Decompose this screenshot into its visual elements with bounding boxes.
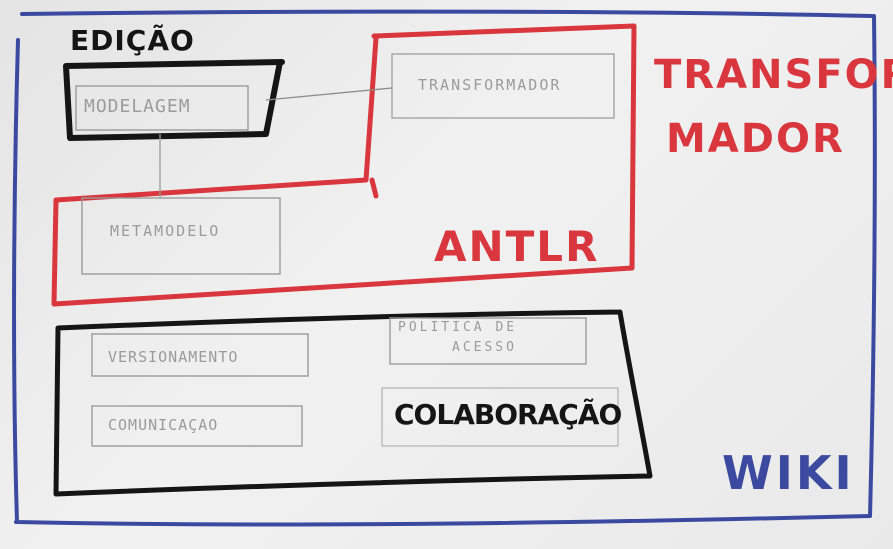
comunicacao-label: COMUNICAÇAO bbox=[108, 416, 219, 434]
comunicacao-box bbox=[91, 405, 303, 447]
transformador-box-label: TRANSFORMADOR bbox=[418, 76, 562, 94]
red-stroke-tail bbox=[369, 177, 379, 199]
transformador-box bbox=[391, 53, 615, 119]
colaboracao-box bbox=[381, 387, 619, 447]
versionamento-label: VERSIONAMENTO bbox=[108, 348, 239, 366]
modelagem-label: MODELAGEM bbox=[84, 96, 191, 117]
colaboracao-frame bbox=[53, 309, 653, 497]
metamodelo-label: METAMODELO bbox=[110, 222, 221, 240]
politica-label-line1: POLITICA DE bbox=[398, 320, 518, 335]
wiki-label: WIKI bbox=[722, 446, 855, 500]
colaboracao-label: COLABORAÇÃO bbox=[394, 398, 622, 431]
modelagem-box bbox=[75, 85, 249, 131]
red-antlr-frame bbox=[51, 23, 637, 307]
blue-outer-frame bbox=[12, 9, 877, 527]
edicao-label: EDIÇÃO bbox=[70, 24, 195, 57]
politica-box bbox=[389, 317, 587, 365]
metamodelo-box bbox=[81, 197, 281, 275]
versionamento-box bbox=[91, 333, 309, 377]
transformador-label-line2: MADOR bbox=[666, 116, 845, 162]
modelagem-transformador-connector bbox=[265, 87, 393, 101]
transformador-label-line1: TRANSFOR bbox=[654, 52, 893, 98]
politica-label-line2: ACESSO bbox=[452, 340, 517, 355]
edicao-frame bbox=[63, 59, 285, 141]
antlr-label: ANTLR bbox=[434, 222, 600, 271]
